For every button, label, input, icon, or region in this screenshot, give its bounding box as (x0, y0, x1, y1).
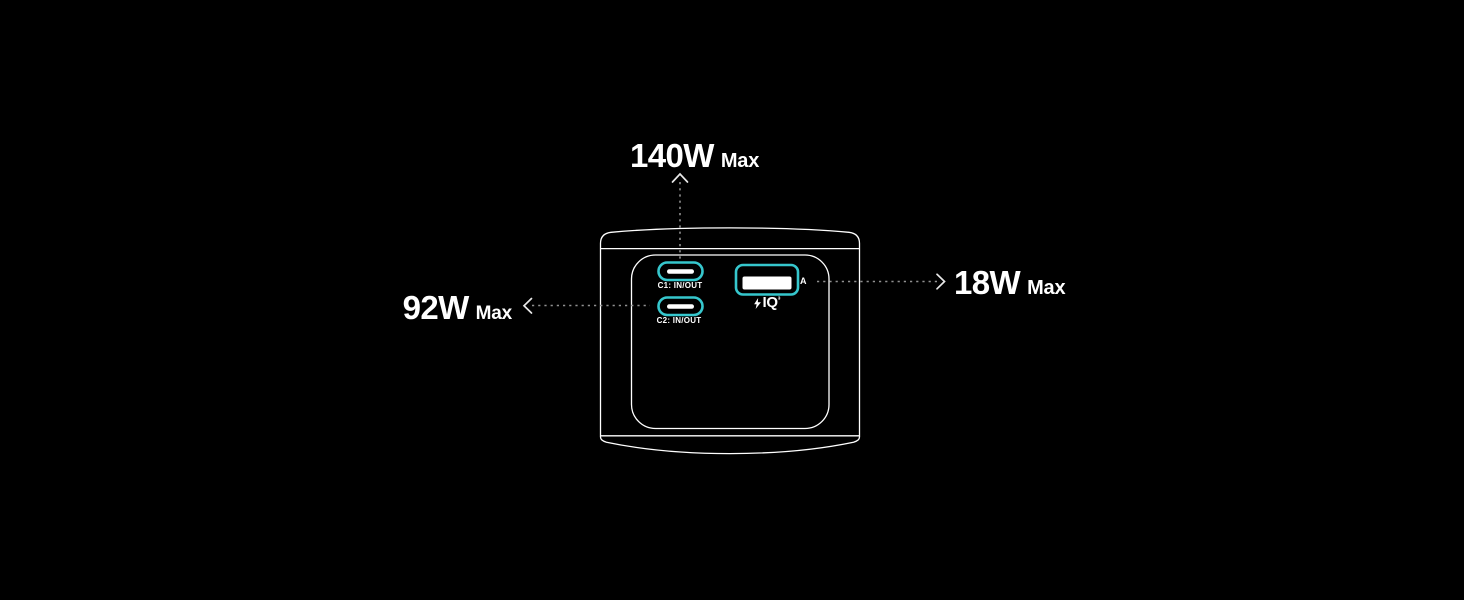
device-body (599, 227, 861, 455)
usb-c-port-c2-pin (667, 304, 694, 309)
port-c1-label: C1: IN/OUT (657, 281, 703, 290)
power-iq-badge: IQ ³ (754, 294, 781, 311)
device-outline (599, 227, 861, 455)
usb-c-port-c1-pin (667, 269, 694, 274)
lightning-bolt-icon (754, 298, 761, 309)
left-wattage-value: 92W (402, 289, 470, 326)
usb-a-port-tongue (742, 276, 792, 290)
usb-a-port (734, 263, 800, 296)
usb-a-port-ring (734, 263, 800, 296)
usb-c-port-c2 (657, 296, 704, 317)
device-face-panel (630, 254, 830, 430)
port-c2-label: C2: IN/OUT (656, 315, 702, 325)
callout-top-wattage: 140W Max (630, 137, 759, 175)
left-arrow-icon (522, 297, 533, 314)
callout-left-wattage: 92W Max (402, 289, 513, 327)
usb-c-port-c1 (657, 261, 704, 282)
callout-right-wattage: 18W Max (954, 264, 1066, 302)
top-wattage-unit: Max (720, 150, 760, 172)
usb-c-port-c1-ring (657, 261, 704, 282)
port-a-label: A (800, 276, 807, 286)
top-wattage-value: 140W (630, 137, 714, 174)
power-iq-superscript: ³ (777, 295, 781, 304)
power-iq-text: IQ (762, 294, 779, 311)
usb-c-port-c2-ring (657, 296, 704, 317)
right-arrow-icon (936, 273, 946, 290)
right-wattage-value: 18W (954, 264, 1021, 301)
right-wattage-unit: Max (1027, 277, 1066, 299)
callout-arrowheads (522, 172, 946, 314)
up-arrow-icon (671, 172, 689, 183)
left-wattage-unit: Max (475, 303, 513, 324)
callout-lines (532, 182, 937, 307)
